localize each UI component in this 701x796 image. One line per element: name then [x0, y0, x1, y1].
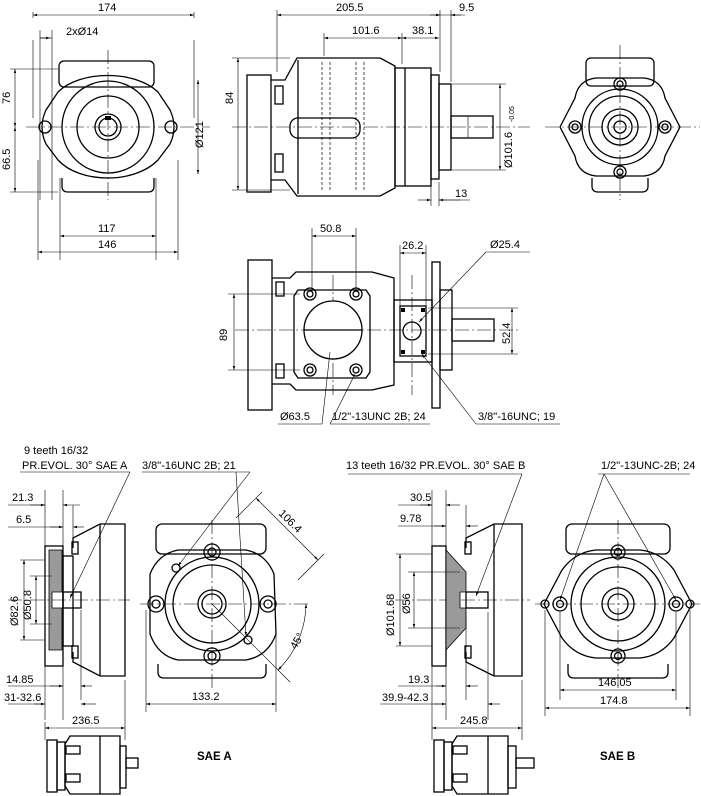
sae-a-length: 236.5	[72, 715, 100, 727]
dim-side-flange-thickness: 13	[455, 188, 467, 200]
sae-a-spline: 9 teeth 16/32	[24, 445, 88, 457]
sae-a-width: 133.2	[192, 691, 220, 703]
plan-view-middle	[235, 259, 520, 411]
dim-side-height: 84	[224, 92, 236, 104]
sae-b-spline: 13 teeth 16/32 PR.EVOL. 30° SAE B	[346, 460, 525, 472]
sae-b-diameter-2: Ø56	[401, 593, 413, 614]
plan-view-dimensions: 50.8 26.2 Ø25.4 89 52.4 Ø63.5 1/2"-13UNC…	[218, 223, 560, 425]
dim-plan-inlet-diameter: Ø63.5	[280, 411, 310, 423]
sae-b-d1: 30.5	[410, 492, 431, 504]
sae-a-diameter-2: Ø50.8	[22, 590, 34, 620]
sae-a-spline-2: PR.EVOL. 30° SAE A	[22, 460, 128, 472]
label-sae-a: SAE A	[197, 751, 232, 763]
dim-front-overall-width: 174	[98, 2, 116, 14]
sae-b-width-2: 174.8	[600, 695, 628, 707]
dim-side-length-to-flange: 101.6	[352, 25, 380, 37]
sae-b-d2: 9.78	[400, 513, 421, 525]
dim-side-shaft-protrusion: 9.5	[459, 2, 474, 14]
sae-b-diameter-1: Ø101.68	[385, 594, 397, 636]
sae-b-thread: 1/2"-13UNC-2B; 24	[601, 460, 695, 472]
dim-front-bolt-spacing: 117	[98, 223, 116, 235]
dim-plan-port-diameter: Ø25.4	[490, 239, 520, 251]
sae-b-width-1: 146.05	[598, 677, 632, 689]
sae-a-side-view	[8, 523, 130, 677]
sae-b-length: 245.8	[460, 715, 488, 727]
dim-front-height-lower: 66.5	[1, 149, 13, 170]
sae-a-front-dimensions: 3/8"-16UNC 2B; 21 106.4 45° 133.2	[142, 460, 325, 712]
side-view-dimensions: 205.5 9.5 101.6 38.1 84 Ø101.6 -0.05 13	[224, 2, 516, 206]
dim-front-height-upper: 76	[1, 92, 13, 104]
dim-plan-thread-2: 3/8"-16UNC; 19	[478, 411, 555, 423]
front-view-top	[26, 50, 210, 200]
sae-b-front-dimensions: 1/2"-13UNC-2B; 24 146.05 174.8	[544, 460, 695, 716]
sae-a-front-view	[140, 520, 310, 690]
sae-a-d2: 6.5	[16, 514, 31, 526]
sae-b-side-dimensions: 13 teeth 16/32 PR.EVOL. 30° SAE B 30.5 9…	[346, 460, 525, 740]
sae-a-diagonal: 106.4	[276, 508, 304, 536]
dim-plan-height: 89	[218, 329, 230, 341]
dim-plan-port-offset-2: 26.2	[402, 240, 423, 252]
dim-front-body-diameter: Ø121	[194, 121, 206, 148]
sae-b-d3: 19.3	[408, 674, 429, 686]
dim-side-pilot-tolerance: -0.05	[509, 106, 516, 122]
front-view-dimensions: 174 2xØ14 76 66.5 117 146 Ø121	[1, 2, 206, 260]
sae-a-d1: 21.3	[12, 492, 33, 504]
sae-b-pump-icon	[433, 735, 535, 795]
sae-a-d3: 14.85	[6, 674, 34, 686]
dim-side-pilot-diameter: Ø101.6	[503, 132, 515, 168]
dim-front-flange-width: 146	[98, 239, 116, 251]
dim-plan-port-offset: 50.8	[320, 223, 341, 235]
dim-plan-thread-1: 1/2"-13UNC 2B; 24	[332, 411, 426, 423]
label-sae-b: SAE B	[600, 751, 635, 763]
sae-a-d4: 31-32.6	[4, 692, 41, 704]
sae-b-d4: 39.9-42.3	[382, 692, 428, 704]
side-view-top	[232, 57, 530, 197]
sae-a-thread: 3/8"-16UNC 2B; 21	[142, 460, 236, 472]
sae-a-angle: 45°	[288, 631, 307, 651]
sae-a-side-dimensions: 9 teeth 16/32 PR.EVOL. 30° SAE A 21.3 6.…	[4, 445, 131, 740]
dim-plan-port-spacing: 52.4	[501, 323, 513, 344]
dim-side-overall-length: 205.5	[336, 2, 364, 14]
sae-b-side-view	[395, 523, 530, 677]
dim-side-flange-offset: 38.1	[412, 25, 433, 37]
sae-a-pump-icon	[46, 735, 139, 795]
sae-a-diameter-1: Ø82.6	[9, 596, 21, 626]
sae-b-front-view	[535, 520, 700, 690]
rear-view-top	[545, 45, 700, 200]
dim-front-holes: 2xØ14	[66, 26, 98, 38]
